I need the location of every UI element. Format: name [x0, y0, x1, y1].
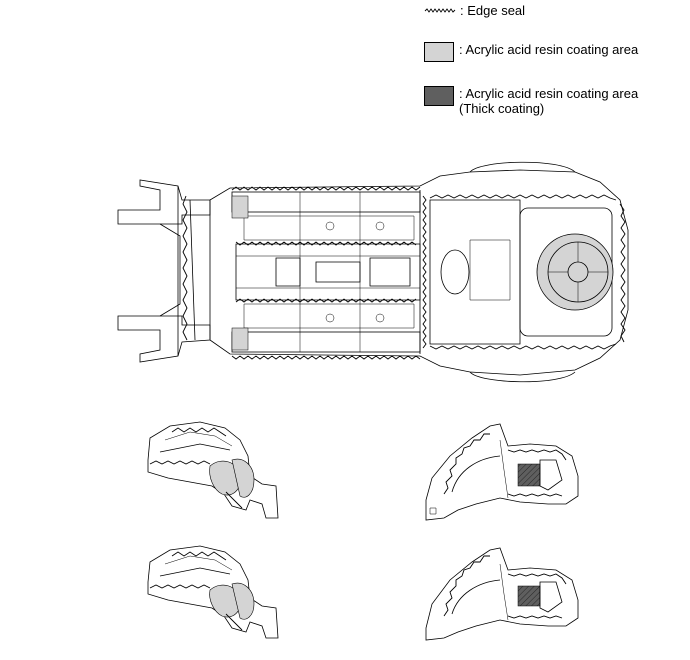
front-wheel-housing-upper	[147, 421, 279, 519]
legend-coating: : Acrylic acid resin coating area	[424, 42, 638, 62]
rear-wheel-housing-upper	[425, 423, 579, 521]
coating-label: : Acrylic acid resin coating area	[459, 42, 639, 57]
legend-edge-seal: : Edge seal	[424, 3, 525, 18]
coating-swatch	[424, 42, 454, 62]
front-wheel-housing-lower	[147, 545, 279, 639]
thick-coating-swatch	[424, 86, 454, 106]
thick-coating-sublabel: (Thick coating)	[459, 101, 545, 116]
underbody-view	[117, 161, 629, 383]
rear-wheel-housing-lower	[425, 547, 579, 641]
legend-thick-coating: : Acrylic acid resin coating area (Thick…	[424, 86, 638, 116]
thick-coating-label: : Acrylic acid resin coating area	[459, 86, 639, 101]
edge-seal-symbol	[424, 8, 456, 13]
edge-seal-label: : Edge seal	[460, 3, 526, 18]
